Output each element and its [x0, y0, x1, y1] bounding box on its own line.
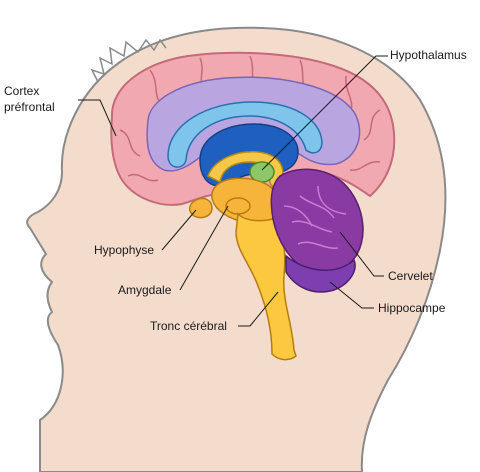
label-tronc: Tronc cérébral — [150, 319, 227, 333]
fornix — [207, 151, 284, 188]
label-hypothalamus: Hypothalamus — [390, 48, 467, 62]
amygdala — [225, 197, 251, 215]
label-cortex-line1: Cortex — [4, 84, 40, 98]
hippocampus — [285, 254, 356, 293]
hair-strands — [90, 38, 167, 83]
label-hypophyse: Hypophyse — [94, 243, 155, 257]
label-cortex-line2: préfrontal — [4, 100, 55, 114]
label-amygdale: Amygdale — [118, 283, 172, 297]
leader-lines — [78, 55, 388, 327]
cerebellum-folia — [283, 185, 347, 249]
label-cervelet: Cervelet — [388, 269, 433, 283]
label-hippocampe: Hippocampe — [378, 301, 446, 315]
corpus-callosum — [167, 101, 323, 168]
pituitary — [189, 197, 213, 219]
